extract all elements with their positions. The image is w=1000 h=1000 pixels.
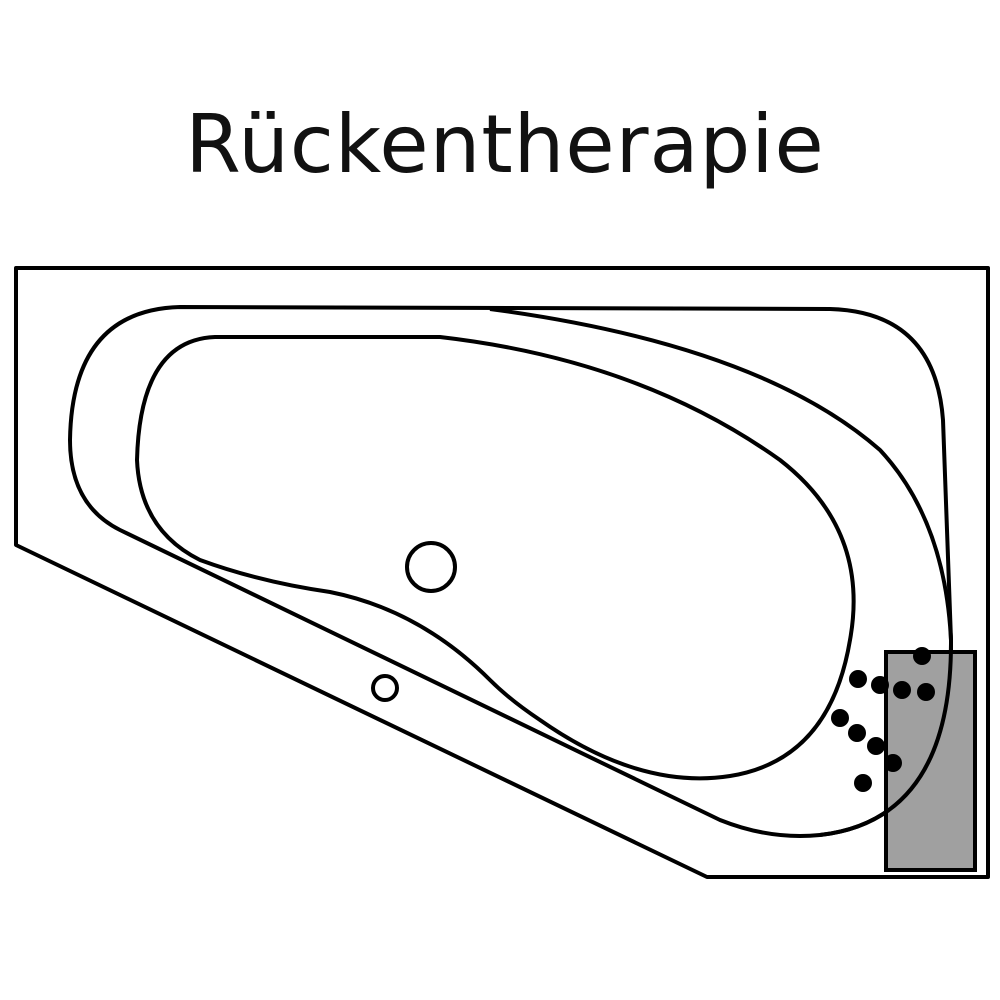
massage-jet-icon	[867, 737, 885, 755]
drain-icon	[405, 541, 457, 593]
massage-jet-icon	[831, 709, 849, 727]
massage-jet-icon	[849, 670, 867, 688]
tub-basin	[135, 335, 856, 781]
backrest-line	[489, 307, 953, 641]
tub-rim	[68, 305, 954, 838]
massage-jet-icon	[871, 676, 889, 694]
diagram-title: Rückentherapie	[185, 98, 825, 191]
massage-jet-icon	[917, 683, 935, 701]
massage-jet-icon	[848, 724, 866, 742]
massage-jet-icon	[913, 647, 931, 665]
overflow-icon	[371, 674, 399, 702]
massage-jet-icon	[893, 681, 911, 699]
massage-jet-icon	[854, 774, 872, 792]
tub-outline	[14, 266, 990, 879]
massage-jet-icon	[884, 754, 902, 772]
